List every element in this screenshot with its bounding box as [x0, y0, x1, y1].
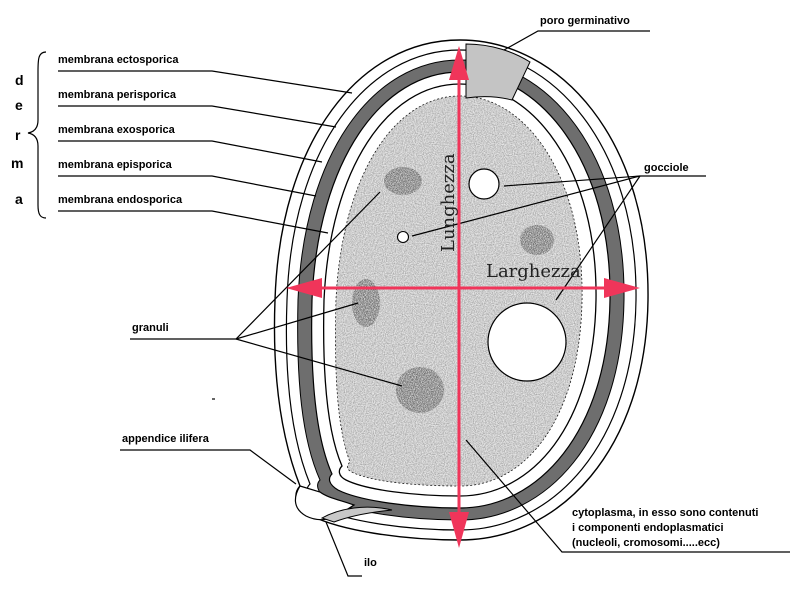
hilum-shape	[320, 506, 393, 523]
spore-body	[273, 39, 649, 541]
derma-letters: d e r m a	[11, 72, 24, 207]
leader-cytoplasma	[465, 439, 790, 553]
length-arrowhead-bottom	[449, 512, 469, 548]
label-cytoplasma-line-3: (nucleoli, cromosomi.....ecc)	[572, 537, 720, 549]
granule	[520, 225, 554, 255]
leader-appendice	[120, 449, 297, 485]
width-arrowhead-left	[286, 278, 322, 298]
width-axis-label: Larghezza	[486, 261, 581, 282]
granule	[396, 367, 444, 413]
leader-endosporica	[58, 210, 329, 234]
label-ectosporica: membrana ectosporica	[58, 54, 179, 66]
labels: membrana ectosporica membrana perisporic…	[58, 15, 758, 569]
label-cytoplasma-line-1: cytoplasma, in esso sono contenuti	[572, 507, 758, 519]
derma-letter-a: a	[15, 191, 23, 207]
label-appendice-ilifera: appendice ilifera	[122, 433, 210, 445]
leader-exosporica	[58, 140, 323, 163]
label-perisporica: membrana perisporica	[58, 89, 177, 101]
label-ilo: ilo	[364, 557, 377, 569]
derma-brace	[27, 51, 47, 219]
derma-letter-e: e	[15, 97, 23, 113]
label-endosporica: membrana endosporica	[58, 194, 183, 206]
granule	[352, 279, 380, 327]
leader-granuli-2	[235, 302, 359, 340]
label-gocciole: gocciole	[644, 162, 689, 174]
label-exosporica: membrana exosporica	[58, 124, 176, 136]
leader-gocciole-2	[411, 175, 641, 237]
label-episporica: membrana episporica	[58, 159, 173, 171]
leader-granuli-3	[235, 338, 403, 387]
leader-episporica	[58, 175, 317, 197]
germ-pore	[465, 43, 531, 101]
leader-gocciole-3	[555, 175, 641, 301]
derma-letter-m: m	[11, 155, 23, 171]
granules	[352, 167, 554, 413]
width-arrowhead-right	[604, 278, 640, 298]
measurement-arrows: Lunghezza Larghezza	[286, 46, 640, 548]
derma-letter-r: r	[15, 127, 21, 143]
droplet-small	[396, 230, 410, 244]
label-poro-germinativo: poro germinativo	[540, 15, 630, 27]
granule	[384, 167, 422, 195]
droplet-medium	[468, 168, 500, 200]
leader-poro	[503, 30, 650, 51]
length-arrowhead-top	[449, 46, 469, 80]
leader-lines	[58, 30, 790, 577]
derma-letter-d: d	[15, 72, 24, 88]
length-axis-label: Lunghezza	[438, 153, 459, 252]
droplet-large	[487, 302, 567, 382]
label-cytoplasma-line-2: i componenti endoplasmatici	[572, 522, 724, 534]
leader-perisporica	[58, 105, 337, 128]
leader-ilo	[325, 521, 362, 577]
label-granuli: granuli	[132, 322, 169, 334]
leader-ectosporica	[58, 70, 353, 94]
